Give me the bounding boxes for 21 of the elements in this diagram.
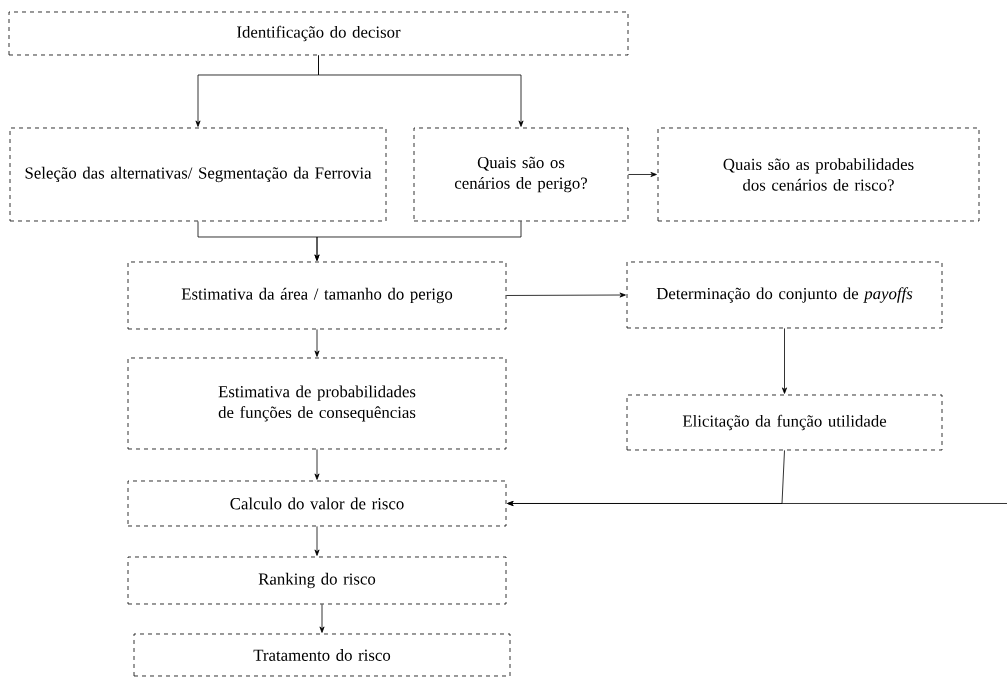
- process-box: Determinação do conjunto de payoffs: [626, 261, 943, 329]
- arrow: [314, 329, 320, 357]
- process-box: Quais são as probabilidades dos cenários de risco?: [657, 127, 980, 222]
- process-box: Estimativa de probabilidades de funções de consequências: [127, 357, 507, 450]
- arrow: [318, 55, 524, 127]
- process-box: Tratamento do risco: [133, 633, 511, 677]
- process-box: Quais são os cenários de perigo?: [413, 127, 629, 222]
- arrow: [506, 292, 626, 298]
- arrow: [314, 449, 320, 480]
- arrow: [314, 221, 522, 261]
- arrow: [782, 328, 787, 394]
- arrow: [319, 604, 325, 633]
- process-box: Calculo do valor de risco: [127, 480, 507, 527]
- arrow: [628, 172, 657, 177]
- process-box: Estimativa da área / tamanho do perigo: [127, 261, 507, 330]
- arrow: [314, 526, 320, 556]
- process-box: Identificação do decisor: [8, 11, 629, 56]
- process-box: Elicitação da função utilidade: [626, 394, 943, 451]
- process-box: Seleção das alternativas/ Segmentação da Ferrovia: [9, 127, 387, 222]
- process-box: Ranking do risco: [127, 556, 507, 605]
- arrow: [507, 501, 1007, 506]
